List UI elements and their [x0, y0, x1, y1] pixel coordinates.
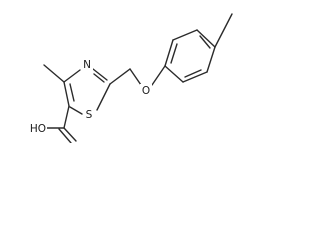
bond-c5-c4 — [63, 81, 70, 107]
bond-c2-ch2 — [109, 68, 131, 85]
bond-c5-c4-inner — [69, 83, 75, 102]
hydroxyl-label-bg — [29, 122, 47, 135]
oxygen-label-bg — [140, 84, 152, 97]
sulfur-label-bg — [83, 108, 95, 121]
bond-ar4-ar5 — [206, 46, 216, 73]
bond-ar-inner-1 — [170, 43, 178, 64]
bond-ar1-ar2 — [164, 39, 174, 67]
molecule-drawing: N S O HO — [29, 13, 233, 143]
bond-n3-c2 — [92, 68, 108, 81]
structure-diagram: N S O HO — [0, 0, 245, 143]
bond-n3-c2-inner — [93, 73, 105, 83]
bond-carbonyl-o — [63, 127, 77, 142]
bond-ar3-ar4 — [196, 29, 216, 48]
oxygen-label: O — [142, 85, 150, 97]
nitrogen-label: N — [83, 59, 91, 71]
sulfur-label: S — [86, 109, 93, 121]
bond-ar-inner-2 — [199, 35, 211, 49]
bond-ar6-ar1 — [164, 65, 184, 83]
bond-c4-n3 — [63, 69, 81, 83]
bond-c4-methyl — [43, 64, 65, 83]
bond-ar-inner-3 — [184, 69, 202, 78]
bond-s1-c5 — [69, 106, 83, 115]
bond-o-aryl — [151, 65, 166, 86]
bond-ar5-ar6 — [182, 71, 208, 83]
bond-carbonyl-o-double — [58, 128, 72, 143]
bond-ch2-o — [129, 68, 142, 86]
bond-ar4-methyl — [214, 13, 233, 48]
nitrogen-label-bg — [81, 58, 93, 71]
bond-c5-carboxyl — [63, 105, 70, 129]
bond-ar2-ar3 — [172, 29, 198, 41]
bond-c2-s1 — [96, 83, 111, 111]
hydroxyl-label: HO — [30, 123, 46, 135]
